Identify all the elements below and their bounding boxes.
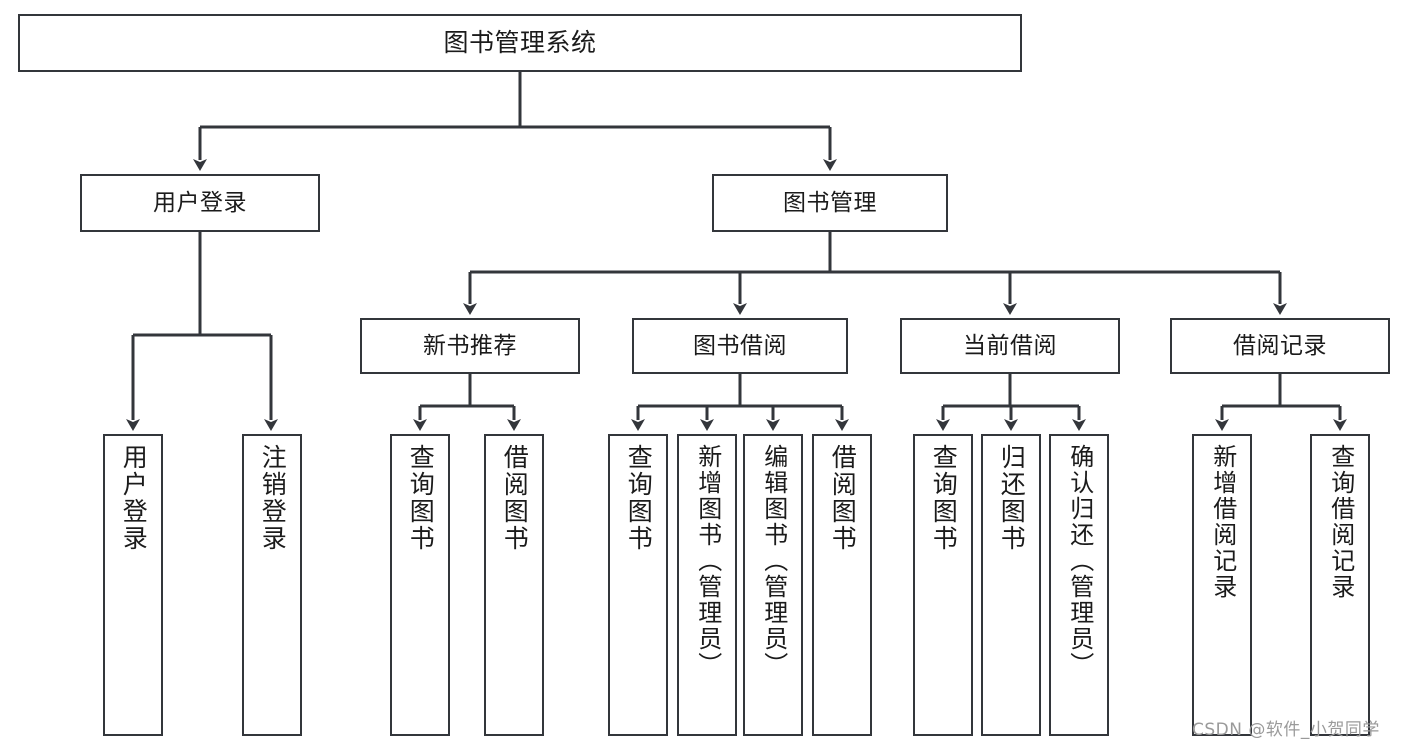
node-book-manage[interactable]: 图书管理 [712, 174, 948, 232]
node-leaf-query-book-label: 查询图书 [624, 444, 654, 552]
node-leaf-query-book-cur[interactable]: 查询图书 [913, 434, 973, 736]
node-leaf-query-record-label: 查询借阅记录 [1326, 444, 1355, 600]
node-leaf-query-book-rec-label: 查询图书 [406, 444, 436, 552]
node-leaf-add-record-label: 新增借阅记录 [1208, 444, 1237, 600]
node-leaf-query-book-rec[interactable]: 查询图书 [390, 434, 450, 736]
node-user-login-label: 用户登录 [153, 189, 247, 216]
node-leaf-edit-book-label: 编辑图书（管理员） [759, 444, 788, 678]
node-current-borrow-label: 当前借阅 [963, 332, 1057, 359]
node-leaf-borrow-book-label: 借阅图书 [828, 444, 858, 552]
node-leaf-query-book-cur-label: 查询图书 [929, 444, 959, 552]
node-leaf-return-book-label: 归还图书 [997, 444, 1027, 552]
node-leaf-user-login[interactable]: 用户登录 [103, 434, 163, 736]
node-leaf-confirm-return-label: 确认归还（管理员） [1065, 444, 1094, 678]
node-borrow-record-label: 借阅记录 [1233, 332, 1327, 359]
node-leaf-borrow-book[interactable]: 借阅图书 [812, 434, 872, 736]
node-root[interactable]: 图书管理系统 [18, 14, 1022, 72]
node-leaf-user-logout[interactable]: 注销登录 [242, 434, 302, 736]
node-user-login[interactable]: 用户登录 [80, 174, 320, 232]
node-new-book-rec-label: 新书推荐 [423, 332, 517, 359]
node-leaf-add-book[interactable]: 新增图书（管理员） [677, 434, 737, 736]
node-leaf-add-book-label: 新增图书（管理员） [693, 444, 722, 678]
node-current-borrow[interactable]: 当前借阅 [900, 318, 1120, 374]
node-leaf-user-login-label: 用户登录 [119, 444, 149, 552]
node-leaf-query-record[interactable]: 查询借阅记录 [1310, 434, 1370, 736]
node-leaf-edit-book[interactable]: 编辑图书（管理员） [743, 434, 803, 736]
csdn-watermark: CSDN @软件_小贺同学 [1192, 720, 1380, 740]
node-leaf-return-book[interactable]: 归还图书 [981, 434, 1041, 736]
node-borrow-record[interactable]: 借阅记录 [1170, 318, 1390, 374]
node-leaf-confirm-return[interactable]: 确认归还（管理员） [1049, 434, 1109, 736]
node-book-manage-label: 图书管理 [783, 189, 877, 216]
node-leaf-user-logout-label: 注销登录 [258, 444, 288, 552]
node-leaf-query-book[interactable]: 查询图书 [608, 434, 668, 736]
node-new-book-rec[interactable]: 新书推荐 [360, 318, 580, 374]
node-leaf-add-record[interactable]: 新增借阅记录 [1192, 434, 1252, 736]
node-book-borrow-label: 图书借阅 [693, 332, 787, 359]
node-book-borrow[interactable]: 图书借阅 [632, 318, 848, 374]
node-leaf-borrow-book-rec[interactable]: 借阅图书 [484, 434, 544, 736]
node-leaf-borrow-book-rec-label: 借阅图书 [500, 444, 530, 552]
node-root-label: 图书管理系统 [443, 27, 597, 57]
